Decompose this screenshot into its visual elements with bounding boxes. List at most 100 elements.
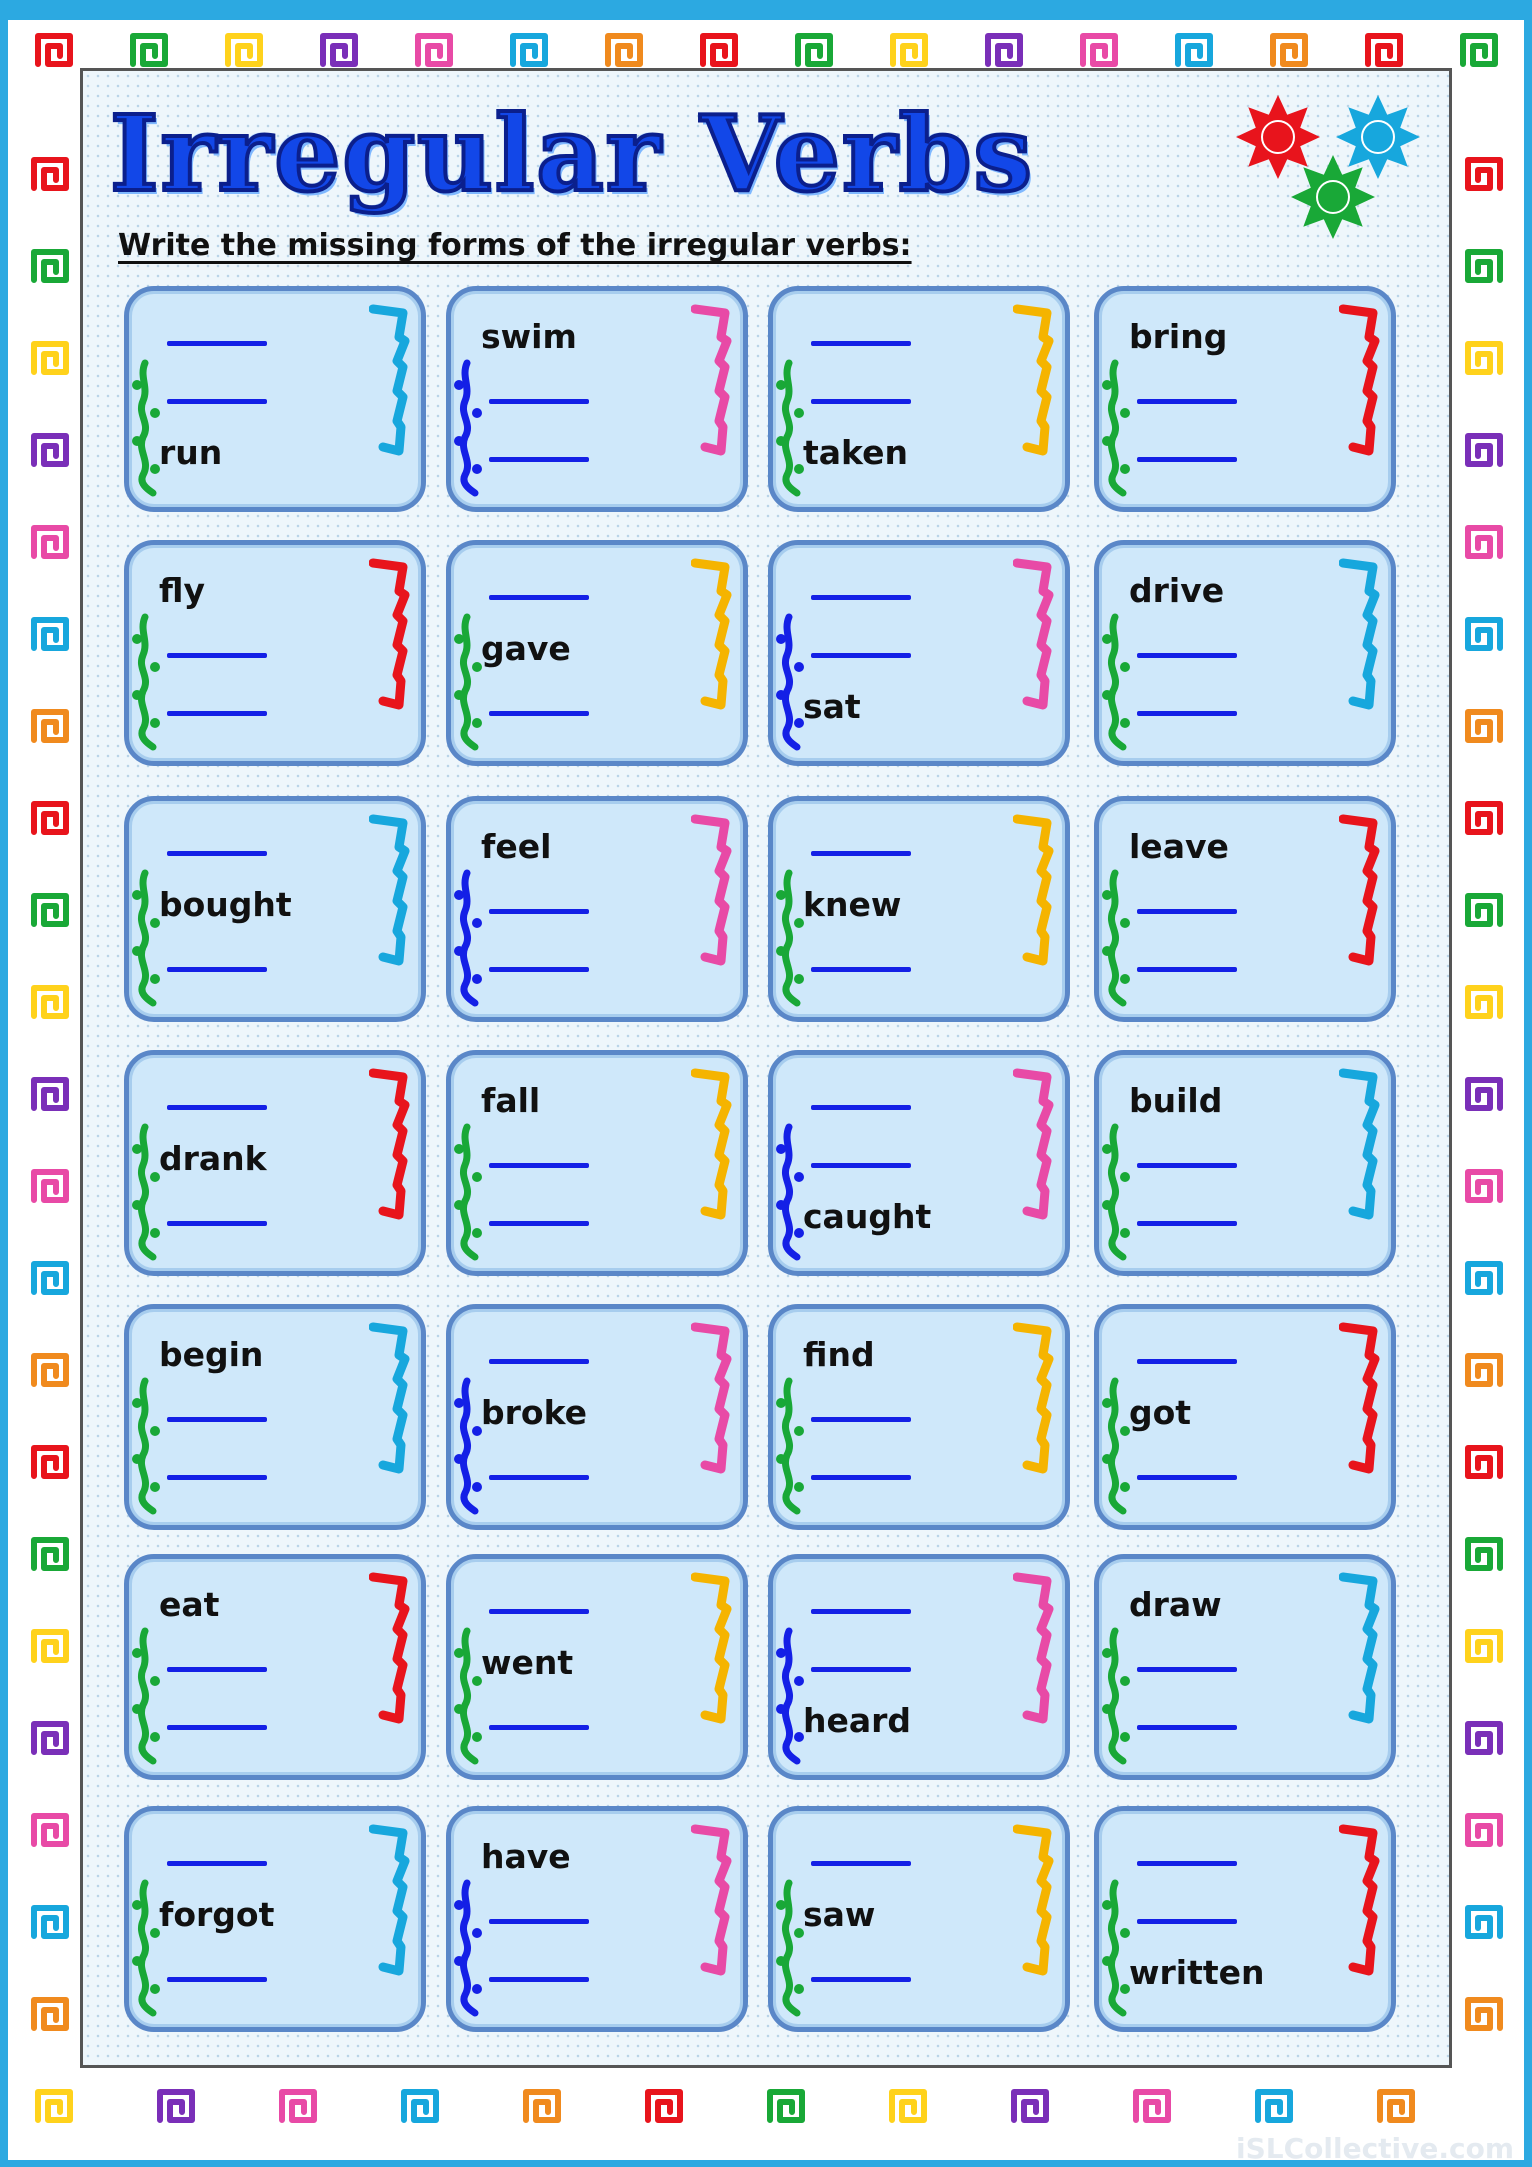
verb-word: begin xyxy=(159,1335,264,1374)
answer-blank[interactable] xyxy=(167,1977,267,1982)
answer-blank[interactable] xyxy=(811,595,911,600)
vine-decoration-icon xyxy=(454,1123,482,1261)
answer-blank[interactable] xyxy=(167,1861,267,1866)
sun-decoration xyxy=(1236,95,1420,239)
swirl-icon xyxy=(1011,2089,1049,2123)
swirl-icon xyxy=(1465,1353,1503,1387)
answer-blank[interactable] xyxy=(489,711,589,716)
vine-decoration-icon xyxy=(454,613,482,751)
answer-blank[interactable] xyxy=(811,653,911,658)
swirl-icon xyxy=(1465,1077,1503,1111)
swirl-icon xyxy=(985,33,1023,67)
hook-decoration-icon xyxy=(1013,1572,1054,1724)
answer-blank[interactable] xyxy=(167,851,267,856)
answer-blank[interactable] xyxy=(489,1609,589,1614)
answer-blank[interactable] xyxy=(167,1417,267,1422)
answer-blank[interactable] xyxy=(1137,1359,1237,1364)
answer-blank[interactable] xyxy=(489,1221,589,1226)
answer-blank[interactable] xyxy=(1137,399,1237,404)
answer-blank[interactable] xyxy=(167,1667,267,1672)
hook-decoration-icon xyxy=(1013,1824,1054,1976)
answer-blank[interactable] xyxy=(811,1609,911,1614)
swirl-icon xyxy=(31,1629,69,1663)
swirl-icon xyxy=(1465,433,1503,467)
swirl-icon xyxy=(1377,2089,1415,2123)
answer-blank[interactable] xyxy=(167,399,267,404)
swirl-icon xyxy=(31,985,69,1019)
swirl-icon xyxy=(31,709,69,743)
answer-blank[interactable] xyxy=(489,1725,589,1730)
verb-word: went xyxy=(481,1643,574,1682)
answer-blank[interactable] xyxy=(489,1977,589,1982)
answer-blank[interactable] xyxy=(167,1475,267,1480)
answer-blank[interactable] xyxy=(167,341,267,346)
answer-blank[interactable] xyxy=(1137,909,1237,914)
answer-blank[interactable] xyxy=(1137,711,1237,716)
swirl-icon xyxy=(225,33,263,67)
verb-word: sat xyxy=(803,687,861,726)
swirl-icon xyxy=(1465,985,1503,1019)
hook-decoration-icon xyxy=(369,1322,410,1474)
page-title: Irregular Verbs xyxy=(108,90,1035,217)
answer-blank[interactable] xyxy=(811,1163,911,1168)
answer-blank[interactable] xyxy=(1137,1725,1237,1730)
vine-decoration-icon xyxy=(776,869,804,1007)
answer-blank[interactable] xyxy=(1137,457,1237,462)
answer-blank[interactable] xyxy=(811,1105,911,1110)
answer-blank[interactable] xyxy=(167,1105,267,1110)
answer-blank[interactable] xyxy=(1137,967,1237,972)
swirl-icon xyxy=(523,2089,561,2123)
answer-blank[interactable] xyxy=(811,1861,911,1866)
answer-blank[interactable] xyxy=(489,1475,589,1480)
vine-decoration-icon xyxy=(454,1879,482,2017)
verb-card: swim xyxy=(446,286,748,512)
vine-decoration-icon xyxy=(454,1377,482,1515)
answer-blank[interactable] xyxy=(1137,1919,1237,1924)
answer-blank[interactable] xyxy=(489,1919,589,1924)
answer-blank[interactable] xyxy=(489,457,589,462)
answer-blank[interactable] xyxy=(167,1725,267,1730)
swirl-icon xyxy=(1465,1629,1503,1663)
answer-blank[interactable] xyxy=(167,967,267,972)
hook-decoration-icon xyxy=(691,1572,732,1724)
answer-blank[interactable] xyxy=(167,711,267,716)
answer-blank[interactable] xyxy=(489,1163,589,1168)
hook-decoration-icon xyxy=(1013,304,1054,456)
verb-word: fall xyxy=(481,1081,541,1120)
vine-decoration-icon xyxy=(454,869,482,1007)
answer-blank[interactable] xyxy=(811,399,911,404)
answer-blank[interactable] xyxy=(489,909,589,914)
hook-decoration-icon xyxy=(1339,1824,1380,1976)
answer-blank[interactable] xyxy=(811,851,911,856)
answer-blank[interactable] xyxy=(811,1977,911,1982)
verb-word: bought xyxy=(159,885,292,924)
swirl-icon xyxy=(1175,33,1213,67)
swirl-icon xyxy=(1465,525,1503,559)
swirl-icon xyxy=(31,1721,69,1755)
verb-card: forgot xyxy=(124,1806,426,2032)
answer-blank[interactable] xyxy=(167,1221,267,1226)
hook-decoration-icon xyxy=(1339,1322,1380,1474)
answer-blank[interactable] xyxy=(811,1475,911,1480)
answer-blank[interactable] xyxy=(811,1417,911,1422)
answer-blank[interactable] xyxy=(489,595,589,600)
swirl-icon xyxy=(1465,1537,1503,1571)
swirl-icon xyxy=(35,33,73,67)
answer-blank[interactable] xyxy=(167,653,267,658)
verb-word: bring xyxy=(1129,317,1228,356)
answer-blank[interactable] xyxy=(811,967,911,972)
hook-decoration-icon xyxy=(691,1824,732,1976)
answer-blank[interactable] xyxy=(811,1667,911,1672)
answer-blank[interactable] xyxy=(1137,653,1237,658)
answer-blank[interactable] xyxy=(489,399,589,404)
answer-blank[interactable] xyxy=(1137,1221,1237,1226)
answer-blank[interactable] xyxy=(1137,1667,1237,1672)
answer-blank[interactable] xyxy=(489,967,589,972)
answer-blank[interactable] xyxy=(489,1359,589,1364)
answer-blank[interactable] xyxy=(1137,1861,1237,1866)
verb-card: sat xyxy=(768,540,1070,766)
swirl-icon xyxy=(1465,1905,1503,1939)
answer-blank[interactable] xyxy=(1137,1475,1237,1480)
answer-blank[interactable] xyxy=(1137,1163,1237,1168)
answer-blank[interactable] xyxy=(811,341,911,346)
